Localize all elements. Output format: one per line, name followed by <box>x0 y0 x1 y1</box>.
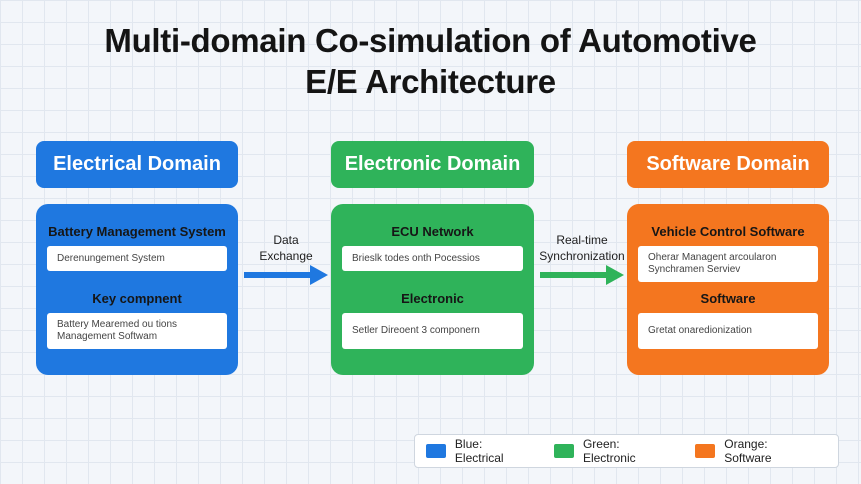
electronic-section2-box: Setler Direoent 3 componern <box>342 313 523 349</box>
realtime-sync-label: Real-time Synchronization <box>532 232 632 264</box>
electronic-section1-line: Brieslk todes onth Pocessios <box>352 252 480 264</box>
electronic-domain-header: Electronic Domain <box>331 141 534 188</box>
legend-label: Blue: Electrical <box>454 437 504 465</box>
electronic-section1-heading: ECU Network <box>391 224 474 239</box>
electronic-section2-heading: Electronic <box>401 291 464 306</box>
realtime-sync-arrow-icon <box>540 265 624 285</box>
software-section1-heading: Vehicle Control Software <box>651 224 805 239</box>
electronic-section1-box: Brieslk todes onth Pocessios <box>342 246 523 271</box>
software-section2-heading: Software <box>700 291 756 306</box>
electrical-domain-header: Electrical Domain <box>36 141 238 188</box>
diagram-title: Multi-domain Co-simulation of Automotive… <box>0 20 861 102</box>
software-section1-line: Synchramen Serviev <box>648 264 741 275</box>
electrical-section2-box: Battery Mearemed ou tions Management Sof… <box>47 313 227 349</box>
legend-item-electronic: Green: Electronic <box>554 437 675 465</box>
electrical-domain-panel: Battery Management System Derenungement … <box>36 204 238 375</box>
electrical-section1-heading: Battery Management System <box>48 224 226 239</box>
software-section2-line: Gretat onaredionization <box>648 325 752 336</box>
electrical-section2-heading: Key compnent <box>92 291 182 306</box>
software-domain-header: Software Domain <box>627 141 829 188</box>
data-exchange-label-line2: Exchange <box>259 249 313 263</box>
electronic-section2-line: Setler Direoent 3 componern <box>352 325 480 336</box>
data-exchange-label: Data Exchange <box>246 232 326 264</box>
electrical-section2-line: Management Softwam <box>57 331 158 342</box>
electrical-section1-box: Derenungement System <box>47 246 227 271</box>
data-exchange-arrow-icon <box>244 265 328 285</box>
title-line-1: Multi-domain Co-simulation of Automotive <box>104 22 757 59</box>
legend-item-software: Orange: Software <box>695 437 818 465</box>
software-domain-header-label: Software Domain <box>646 153 810 175</box>
legend-swatch-green <box>554 444 574 458</box>
electronic-domain-header-label: Electronic Domain <box>344 153 521 175</box>
software-domain-panel: Vehicle Control Software Oherar Managent… <box>627 204 829 375</box>
software-section1-box: Oherar Managent arcoularon Synchramen Se… <box>638 246 818 282</box>
legend-label: Green: Electronic <box>582 437 636 465</box>
title-line-2: E/E Architecture <box>305 63 556 100</box>
realtime-sync-label-line1: Real-time <box>556 233 608 247</box>
electrical-section1-line: Derenungement System <box>57 252 165 264</box>
realtime-sync-label-line2: Synchronization <box>539 249 625 263</box>
electrical-domain-header-label: Electrical Domain <box>53 153 221 175</box>
electronic-domain-panel: ECU Network Brieslk todes onth Pocessios… <box>331 204 534 375</box>
software-section1-line: Oherar Managent arcoularon <box>648 252 777 263</box>
legend: Blue: Electrical Green: Electronic Orang… <box>414 434 839 468</box>
data-exchange-label-line1: Data <box>273 233 299 247</box>
legend-swatch-orange <box>695 444 716 458</box>
legend-item-electrical: Blue: Electrical <box>426 437 534 465</box>
legend-swatch-blue <box>426 444 446 458</box>
software-section2-box: Gretat onaredionization <box>638 313 818 349</box>
legend-label: Orange: Software <box>724 437 772 465</box>
electrical-section2-line: Battery Mearemed ou tions <box>57 319 178 330</box>
